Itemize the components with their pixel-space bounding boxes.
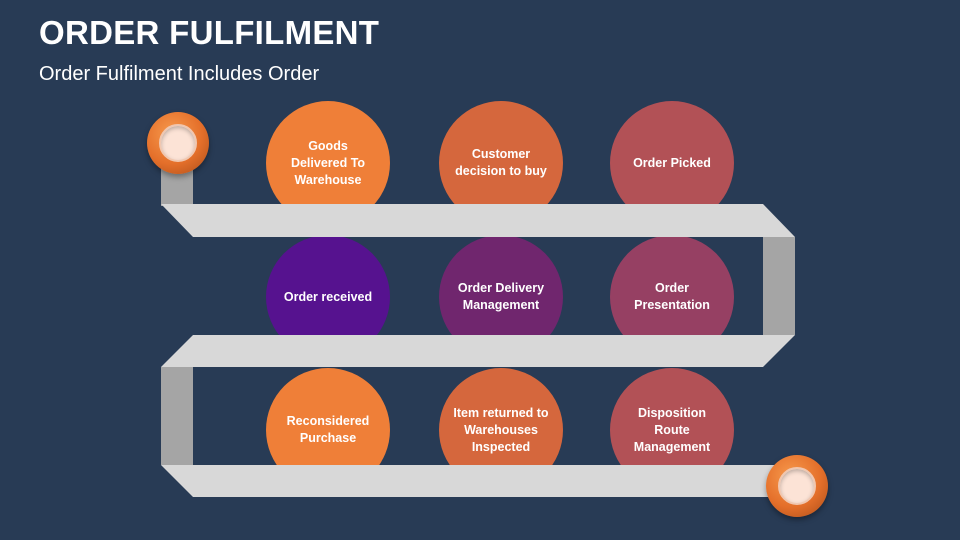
ribbon-bottom-band	[161, 465, 793, 497]
ribbon-top-band	[161, 204, 795, 237]
start-knob-center	[159, 124, 197, 162]
start-knob-icon	[147, 112, 209, 174]
ribbon-right-fold	[763, 237, 795, 335]
ribbon-middle-band	[161, 335, 795, 367]
step-label: Order Delivery Management	[457, 281, 545, 312]
step-label: Item returned to Warehouses Inspected	[453, 405, 549, 454]
step-label: Reconsidered Purchase	[286, 414, 370, 445]
page-subtitle: Order Fulfilment Includes Order	[39, 63, 320, 85]
end-knob-icon	[766, 455, 828, 517]
step-label: Order Picked	[633, 155, 711, 170]
step-label: Order received	[283, 289, 373, 304]
page-title: ORDER FULFILMENT	[39, 14, 380, 51]
ribbon-left-fold	[161, 367, 193, 465]
step-label: Customer decision to buy	[455, 147, 547, 178]
end-knob-center	[778, 467, 816, 505]
step-label: Disposition Route Management	[633, 405, 711, 454]
step-label: Goods Delivered To Warehouse	[290, 138, 366, 187]
step-label: Order Presentation	[634, 281, 710, 312]
